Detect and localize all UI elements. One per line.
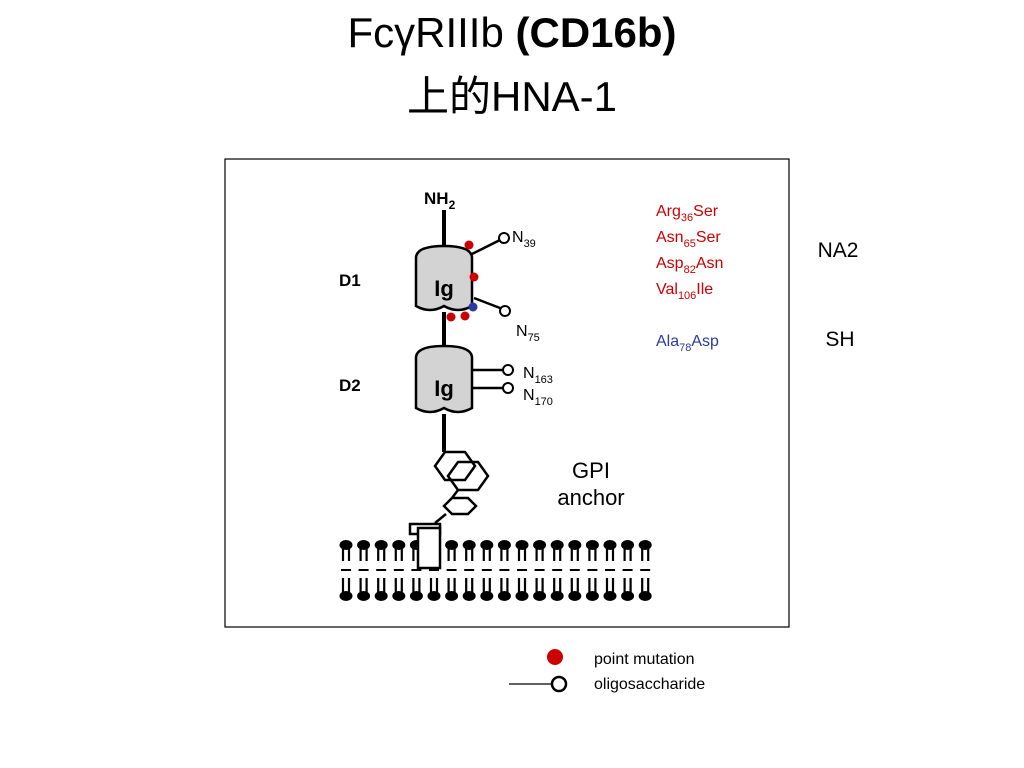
gpi-lipid-anchor: [408, 522, 442, 570]
point-mutation-dot: [446, 312, 456, 322]
lipid-bilayer: [339, 540, 652, 601]
label-n170: N170: [523, 387, 553, 408]
lipid-molecule: [585, 540, 599, 601]
na2-allotype-label: NA2: [818, 239, 859, 262]
legend-oligosaccharide-icon: [550, 675, 568, 693]
point-mutation-dot: [464, 240, 474, 250]
legend-oligosaccharide-label: oligosaccharide: [594, 676, 705, 693]
glycan-link-n75: [473, 296, 501, 310]
gpi-label-line2: anchor: [557, 485, 624, 510]
label-n75: N75: [516, 323, 540, 344]
point-mutation-dot: [460, 311, 470, 321]
nh2-label: NH2: [424, 189, 456, 212]
na2-mutation-item: Asn65Ser: [656, 229, 721, 250]
lipid-molecule: [480, 540, 494, 601]
title-cd16b: (CD16b): [515, 9, 677, 56]
legend-point-mutation-icon: [547, 649, 563, 665]
oligosaccharide-n170: [502, 382, 514, 394]
ig-label-d2: Ig: [434, 376, 454, 401]
na2-mutation-item: Arg36Ser: [656, 203, 719, 224]
lipid-molecule: [409, 540, 423, 601]
lipid-molecule: [374, 540, 388, 601]
oligosaccharide-n163: [502, 364, 514, 376]
lipid-molecule: [515, 540, 529, 601]
lipid-molecule: [357, 540, 371, 601]
oligosaccharide-n39: [498, 232, 510, 244]
lipid-molecule: [497, 540, 511, 601]
gpi-anchor-glycan: [433, 450, 490, 524]
sh-mutation-ala78asp: Ala78Asp: [656, 333, 719, 354]
na2-mutation-item: Asp82Asn: [656, 255, 723, 276]
lipid-molecule: [621, 540, 635, 601]
lipid-molecule: [550, 540, 564, 601]
lipid-molecule: [533, 540, 547, 601]
ig-domain-2: [414, 344, 474, 414]
lipid-molecule: [445, 540, 459, 601]
oligosaccharide-n75: [499, 305, 511, 317]
na2-mutation-item: Val106Ile: [656, 281, 713, 302]
sh-mutation-dot: [468, 302, 478, 312]
slide-title-line2: 上的HNA-1: [406, 73, 618, 120]
lipid-molecule: [638, 540, 652, 601]
point-mutation-dot: [469, 272, 479, 282]
sh-allotype-label: SH: [825, 328, 854, 351]
lipid-molecule: [603, 540, 617, 601]
label-n39: N39: [512, 229, 536, 250]
glycan-link-n39: [471, 238, 501, 256]
lipid-molecule: [339, 540, 353, 601]
glycan-hexagon: [433, 450, 477, 482]
lipid-molecule: [568, 540, 582, 601]
lipid-molecule: [462, 540, 476, 601]
title-receptor: FcγRIIIb: [347, 9, 516, 56]
ig-label-d1: Ig: [434, 276, 454, 301]
legend-point-mutation-label: point mutation: [594, 651, 695, 668]
slide-title-line1: FcγRIIIb (CD16b): [0, 8, 1024, 58]
lipid-molecule: [392, 540, 406, 601]
label-n163: N163: [523, 365, 553, 386]
domain-label-d2: D2: [339, 376, 361, 395]
domain-label-d1: D1: [339, 271, 361, 290]
gpi-label-line1: GPI: [572, 458, 610, 483]
